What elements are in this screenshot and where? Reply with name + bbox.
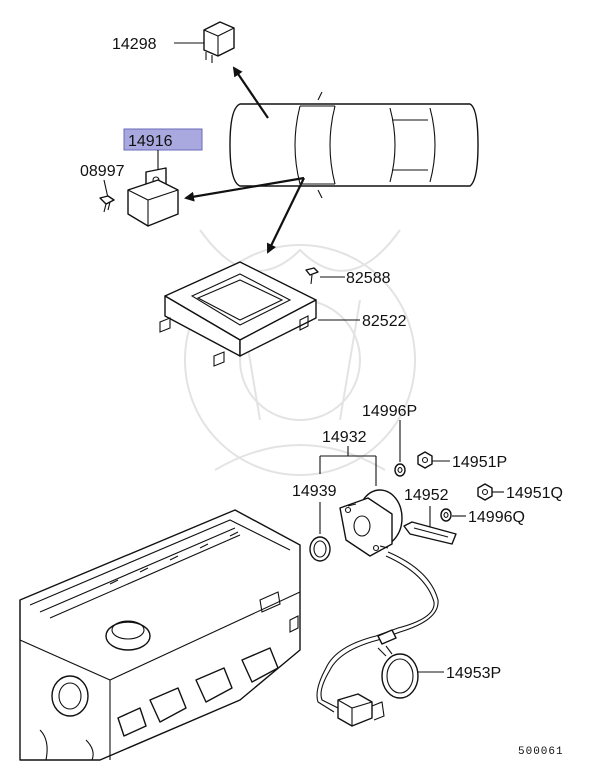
- highlight-box-14916: [123, 128, 203, 151]
- vehicle-top-view: [229, 91, 479, 199]
- label-14996P: 14996P: [362, 403, 417, 420]
- label-14932: 14932: [322, 429, 367, 446]
- bracket-14952: [403, 521, 457, 545]
- label-14996Q: 14996Q: [468, 509, 525, 526]
- washer-14996P: [394, 463, 406, 477]
- label-08997: 08997: [80, 163, 125, 180]
- relay-14916: [127, 167, 179, 227]
- label-14953P: 14953P: [446, 665, 501, 682]
- bolt-08997: [99, 195, 115, 213]
- sensor-harness: [316, 551, 439, 727]
- arrow-to-relay-14916: [184, 176, 305, 202]
- ecu-unit-82522: [159, 261, 317, 367]
- washer-14996Q: [440, 508, 452, 522]
- o-ring-14939: [309, 536, 331, 562]
- label-82522: 82522: [362, 313, 407, 330]
- nut-14951Q: [477, 483, 493, 501]
- label-14951P: 14951P: [452, 454, 507, 471]
- watermark-emblem: [184, 229, 416, 476]
- nut-14951P: [417, 451, 433, 469]
- throttle-position-sensor-14932: [339, 489, 403, 557]
- arrow-to-relay-14298: [232, 66, 269, 119]
- label-14916: 14916: [128, 133, 173, 150]
- label-14951Q: 14951Q: [506, 485, 563, 502]
- arrow-to-ecu-82522: [267, 177, 305, 254]
- diagram-reference-number: 500061: [518, 746, 564, 758]
- label-82588: 82588: [346, 270, 391, 287]
- relay-14298: [203, 21, 235, 63]
- label-14939: 14939: [292, 483, 337, 500]
- engine-cylinder-head: [19, 509, 301, 761]
- clamp-14953P: [377, 645, 419, 699]
- screw-82588: [305, 267, 319, 285]
- label-14298: 14298: [112, 36, 157, 53]
- label-14952: 14952: [404, 487, 449, 504]
